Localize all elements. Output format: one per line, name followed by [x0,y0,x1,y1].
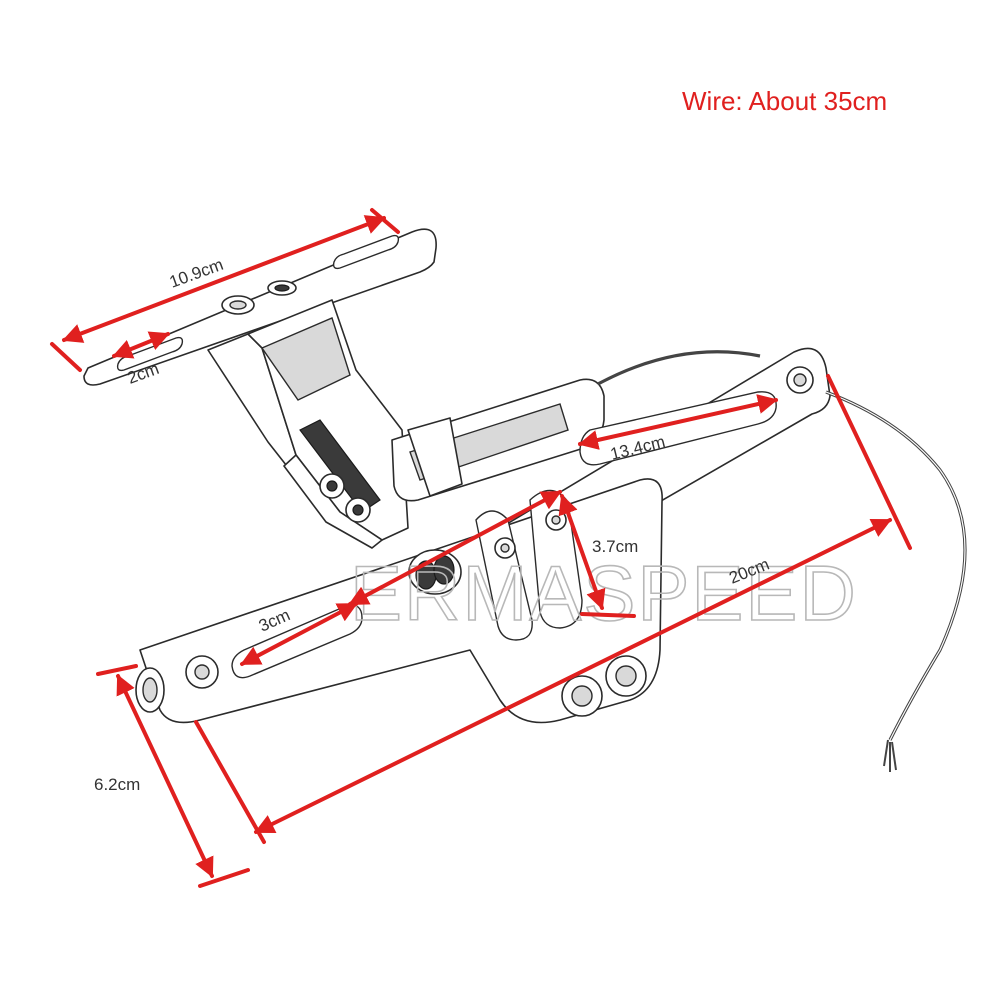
dim-line-height [116,674,214,878]
label-vertical-slot: 3.7cm [592,537,638,556]
wire-length-note: Wire: About 35cm [682,86,888,116]
vertical-mount [207,299,409,549]
dim-line-slot-length [578,394,778,450]
label-height: 6.2cm [94,775,140,794]
dim-line-top-slot [112,331,170,359]
dim-line-overall-length [254,518,892,834]
dimension-lines [50,208,912,888]
light-housing [391,378,605,502]
dim-line-top-width [62,215,386,343]
label-top-width: 10.9cm [167,255,226,292]
